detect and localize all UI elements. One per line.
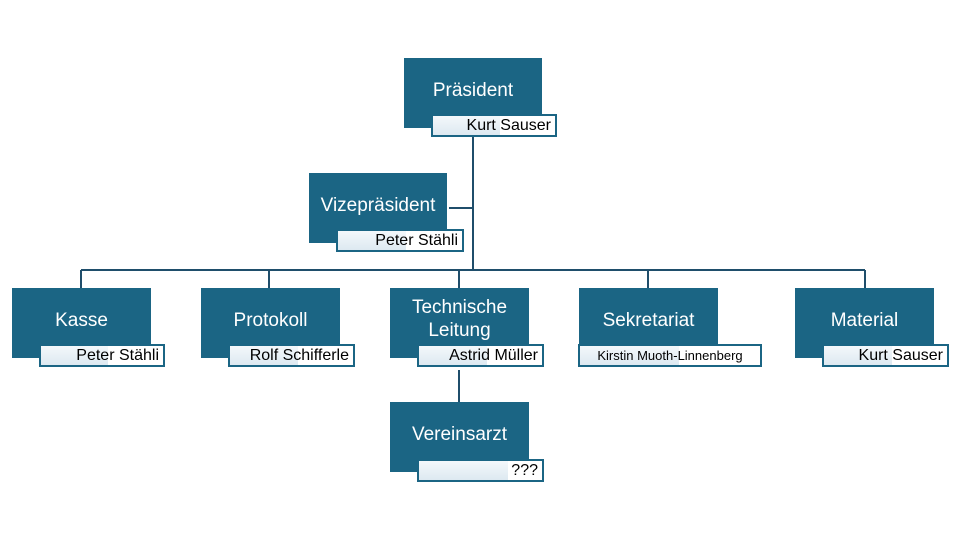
node-material-name: Kurt Sauser [822, 344, 949, 367]
node-kasse-name: Peter Stähli [39, 344, 165, 367]
node-sekretariat-name: Kirstin Muoth-Linnenberg [578, 344, 762, 367]
node-technische-leitung-name: Astrid Müller [417, 344, 544, 367]
node-protokoll-name: Rolf Schifferle [228, 344, 355, 367]
node-vizepraesident-name: Peter Stähli [336, 229, 464, 252]
node-vereinsarzt-name: ??? [417, 459, 544, 482]
node-praesident-name: Kurt Sauser [431, 114, 557, 137]
